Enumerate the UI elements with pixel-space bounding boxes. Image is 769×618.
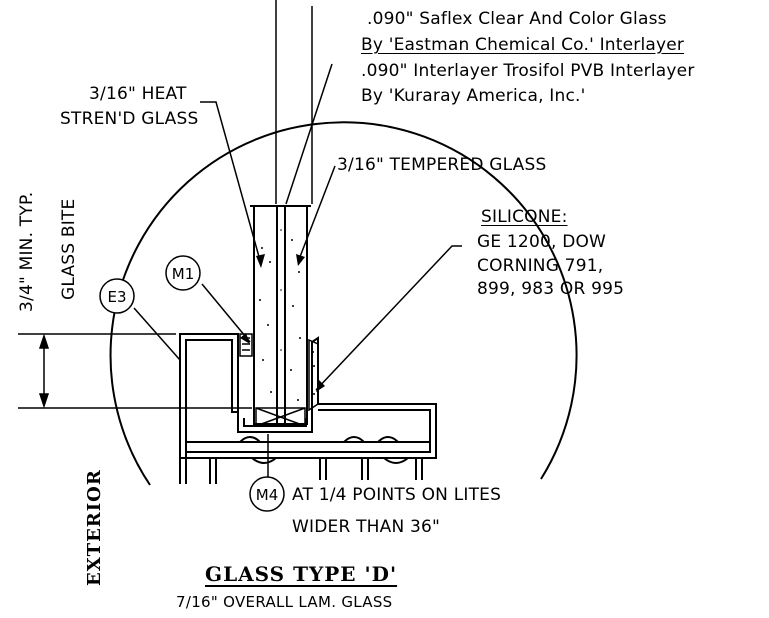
callout-e3: E3 xyxy=(107,288,126,306)
interlayer-note-line3: .090" Interlayer Trosifol PVB Interlayer xyxy=(361,61,695,81)
aluminum-frame xyxy=(179,333,437,484)
callout-e3-bubble xyxy=(99,278,135,314)
callout-m1: M1 xyxy=(172,265,195,283)
callout-m4: M4 xyxy=(256,486,279,504)
silicone-bead xyxy=(308,338,319,412)
interlayer-note-line2: By 'Eastman Chemical Co.' Interlayer xyxy=(361,35,685,55)
quarter-points-note-line1: AT 1/4 POINTS ON LITES xyxy=(292,485,502,505)
interlayer-note-line1: .090" Saflex Clear And Color Glass xyxy=(367,9,667,29)
leader-arrows xyxy=(240,254,325,392)
laminated-glass xyxy=(253,205,308,425)
silicone-note-line1: GE 1200, DOW xyxy=(477,232,607,252)
bite-dimension xyxy=(18,333,252,409)
quarter-points-note-line2: WIDER THAN 36" xyxy=(292,517,441,537)
tempered-glass-note: 3/16" TEMPERED GLASS xyxy=(337,155,547,175)
leader-lines xyxy=(133,0,462,478)
interlayer-note-line4: By 'Kuraray America, Inc.' xyxy=(361,86,586,106)
detail-title: GLASS TYPE 'D' xyxy=(205,562,398,586)
callout-m4-bubble xyxy=(249,476,285,512)
heat-strengthened-pane xyxy=(253,205,278,425)
interlayer xyxy=(276,205,286,425)
silicone-note-title: SILICONE: xyxy=(481,207,568,227)
bite-dimension-label: 3/4" MIN. TYP. xyxy=(17,191,37,312)
exterior-label: EXTERIOR xyxy=(84,469,105,586)
heat-strengthened-note-line1: 3/16" HEAT xyxy=(89,84,187,104)
detail-subtitle: 7/16" OVERALL LAM. GLASS xyxy=(176,593,393,611)
glass-stipple xyxy=(259,229,301,401)
callout-m1-bubble xyxy=(165,255,201,291)
silicone-note-line3: 899, 983 OR 995 xyxy=(477,279,625,299)
heat-strengthened-note-line2: STREN'D GLASS xyxy=(60,109,199,129)
glass-bite-label: GLASS BITE xyxy=(59,198,79,300)
silicone-note-line2: CORNING 791, xyxy=(477,256,604,276)
tempered-pane xyxy=(284,205,308,425)
